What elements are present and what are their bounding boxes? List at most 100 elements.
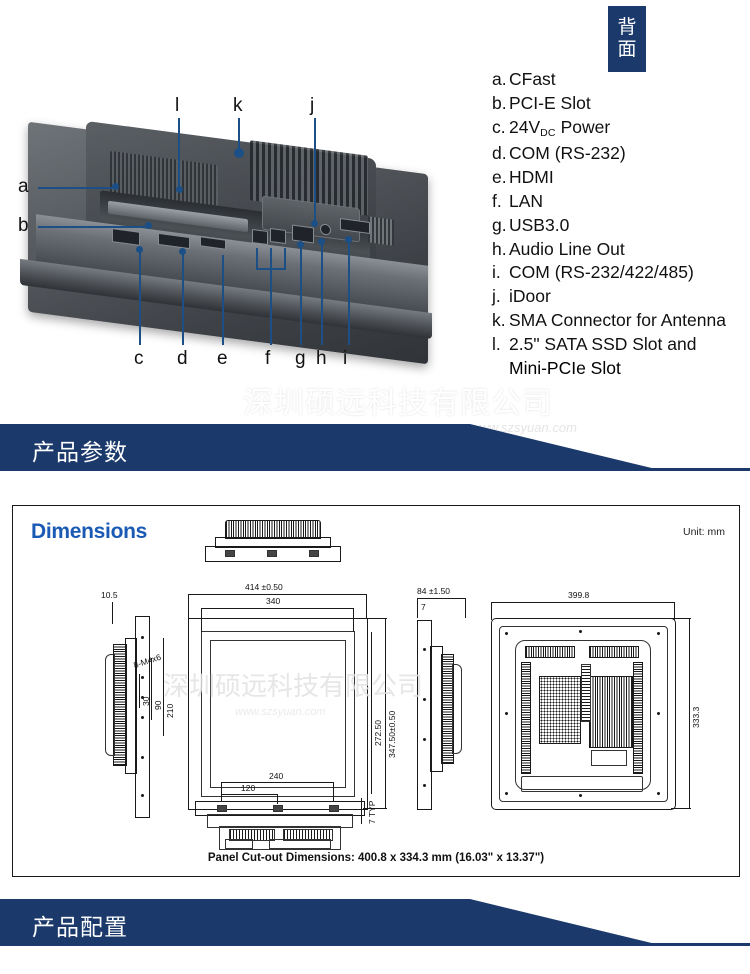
legend-label: PCI-E Slot (509, 92, 591, 113)
legend-label-continuation: Mini-PCIe Slot (509, 357, 621, 378)
legend-label: Audio Line Out (509, 238, 625, 259)
product-rear-view-section: 背 面 a. CFast b. PCI-E Slot c. 24VDC Powe… (0, 0, 750, 435)
callout-dot-g (297, 241, 304, 248)
dimline-front-width (188, 594, 366, 595)
orientation-badge: 背 面 (608, 6, 646, 72)
list-item: h. Audio Line Out (492, 238, 750, 262)
legend-label: 24VDC Power (509, 116, 611, 139)
banner-title: 产品参数 (32, 439, 128, 465)
dimension-label-right-depth: 84 ±1.50 (417, 586, 451, 596)
lan-port-1 (252, 228, 268, 246)
dimline-front-inner-height (371, 632, 372, 794)
callout-dot-b (145, 222, 152, 229)
legend-label: COM (RS-232) (509, 143, 626, 164)
drawing-right-side-view (411, 618, 471, 810)
list-item: f. LAN (492, 190, 750, 214)
dimension-label-front-width: 414 ±0.50 (245, 582, 283, 592)
callout-line-g (300, 245, 302, 345)
callout-label-a: a (18, 176, 29, 197)
dimension-label-bottom-120: 120 (241, 783, 256, 793)
dimension-label-rear-height: 333.3 (691, 706, 701, 728)
side-vent-right (368, 216, 394, 246)
callout-line-j (314, 118, 316, 224)
list-item: j. iDoor (492, 285, 750, 309)
callout-line-f2 (256, 248, 258, 270)
callout-dot-d (179, 248, 186, 255)
dimension-label-right-lip: 7 (421, 602, 426, 612)
legend-label: iDoor (509, 286, 551, 307)
dimline-bottom-240 (221, 782, 333, 783)
callout-line-e (222, 255, 224, 345)
dimline-front-inner-width (201, 608, 353, 609)
legend-subscript: DC (540, 126, 556, 139)
list-item: e. HDMI (492, 166, 750, 190)
dimline-bottom-120 (221, 794, 277, 795)
legend-label: CFast (509, 69, 556, 89)
dimension-label-side-depth: 10.5 (101, 590, 118, 600)
callout-line-l (178, 118, 180, 192)
legend-key: l. (492, 333, 501, 354)
legend-key: k. (492, 309, 506, 330)
legend-label: SMA Connector for Antenna (509, 309, 726, 330)
callout-label-h: h (316, 348, 327, 369)
callout-line-k (238, 118, 240, 152)
dimline-rear-width (491, 602, 674, 603)
list-item: a. CFast (492, 68, 750, 92)
drawing-bottom-view (195, 791, 365, 853)
callout-label-e: e (217, 348, 228, 369)
callout-dot-c (136, 246, 143, 253)
section-banner-config: 产品配置 (0, 899, 750, 946)
watermark-text: 深圳硕远科技有限公司 (243, 387, 553, 420)
orientation-badge-char-2: 面 (617, 39, 637, 60)
legend-key: e. (492, 167, 507, 188)
legend-key: b. (492, 92, 507, 113)
callout-label-d: d (177, 348, 188, 369)
callout-line-i (348, 240, 350, 345)
usb3-port-stack (292, 224, 314, 244)
product-photo: 深圳硕远科技有限公司 www.szsyuan.com (0, 90, 577, 435)
dimline-side-depth (112, 602, 113, 624)
unit-label: Unit: mm (683, 526, 725, 538)
legend-label: HDMI (509, 167, 554, 188)
dimension-label-front-height: 347.50±0.50 (387, 710, 397, 758)
dimension-label-rear-width: 399.8 (568, 590, 590, 600)
banner-title: 产品配置 (32, 914, 128, 940)
dimension-label-mount-30: 30 (141, 696, 151, 706)
legend-label: 2.5" SATA SSD Slot and (509, 333, 697, 354)
callout-label-b: b (18, 215, 29, 236)
callout-label-l: l (175, 95, 180, 116)
callout-line-f (270, 248, 272, 345)
callout-label-g: g (295, 348, 306, 369)
dimline-rear-height (689, 618, 690, 808)
legend-label: LAN (509, 190, 544, 211)
list-item: d. COM (RS-232) (492, 142, 750, 166)
list-item: l. 2.5" SATA SSD Slot and (492, 333, 750, 357)
page-title: Dimensions (31, 520, 148, 543)
legend-key: c. (492, 116, 506, 137)
orientation-badge-char-1: 背 (617, 17, 637, 39)
port-legend-list: a. CFast b. PCI-E Slot c. 24VDC Power d.… (492, 68, 750, 380)
callout-line-a (38, 187, 116, 189)
callout-dot-j (311, 220, 318, 227)
dimension-label-bottom-typ: 7 TYP (367, 800, 377, 824)
dimension-label-front-inner-height: 272.50 (373, 720, 383, 746)
dimension-label-mount-90: 90 (153, 700, 163, 710)
legend-key: h. (492, 238, 507, 259)
callout-dot-h (318, 238, 325, 245)
callout-label-i: i (343, 348, 348, 369)
callout-line-d (182, 252, 184, 345)
legend-label: USB3.0 (509, 214, 570, 235)
legend-key: d. (492, 143, 507, 164)
callout-line-c (139, 250, 141, 345)
panel-cutout-caption: Panel Cut-out Dimensions: 400.8 x 334.3 … (207, 852, 545, 864)
callout-line-h (321, 242, 323, 345)
callout-dot-k (234, 148, 244, 158)
dimension-label-mount-210: 210 (165, 703, 175, 718)
list-item: b. PCI-E Slot (492, 92, 750, 116)
banner-underline (0, 468, 750, 471)
legend-key: i. (492, 262, 501, 283)
legend-key: f. (492, 190, 502, 211)
list-item: g. USB3.0 (492, 214, 750, 238)
list-item: c. 24VDC Power (492, 116, 750, 143)
callout-label-k: k (233, 95, 243, 116)
